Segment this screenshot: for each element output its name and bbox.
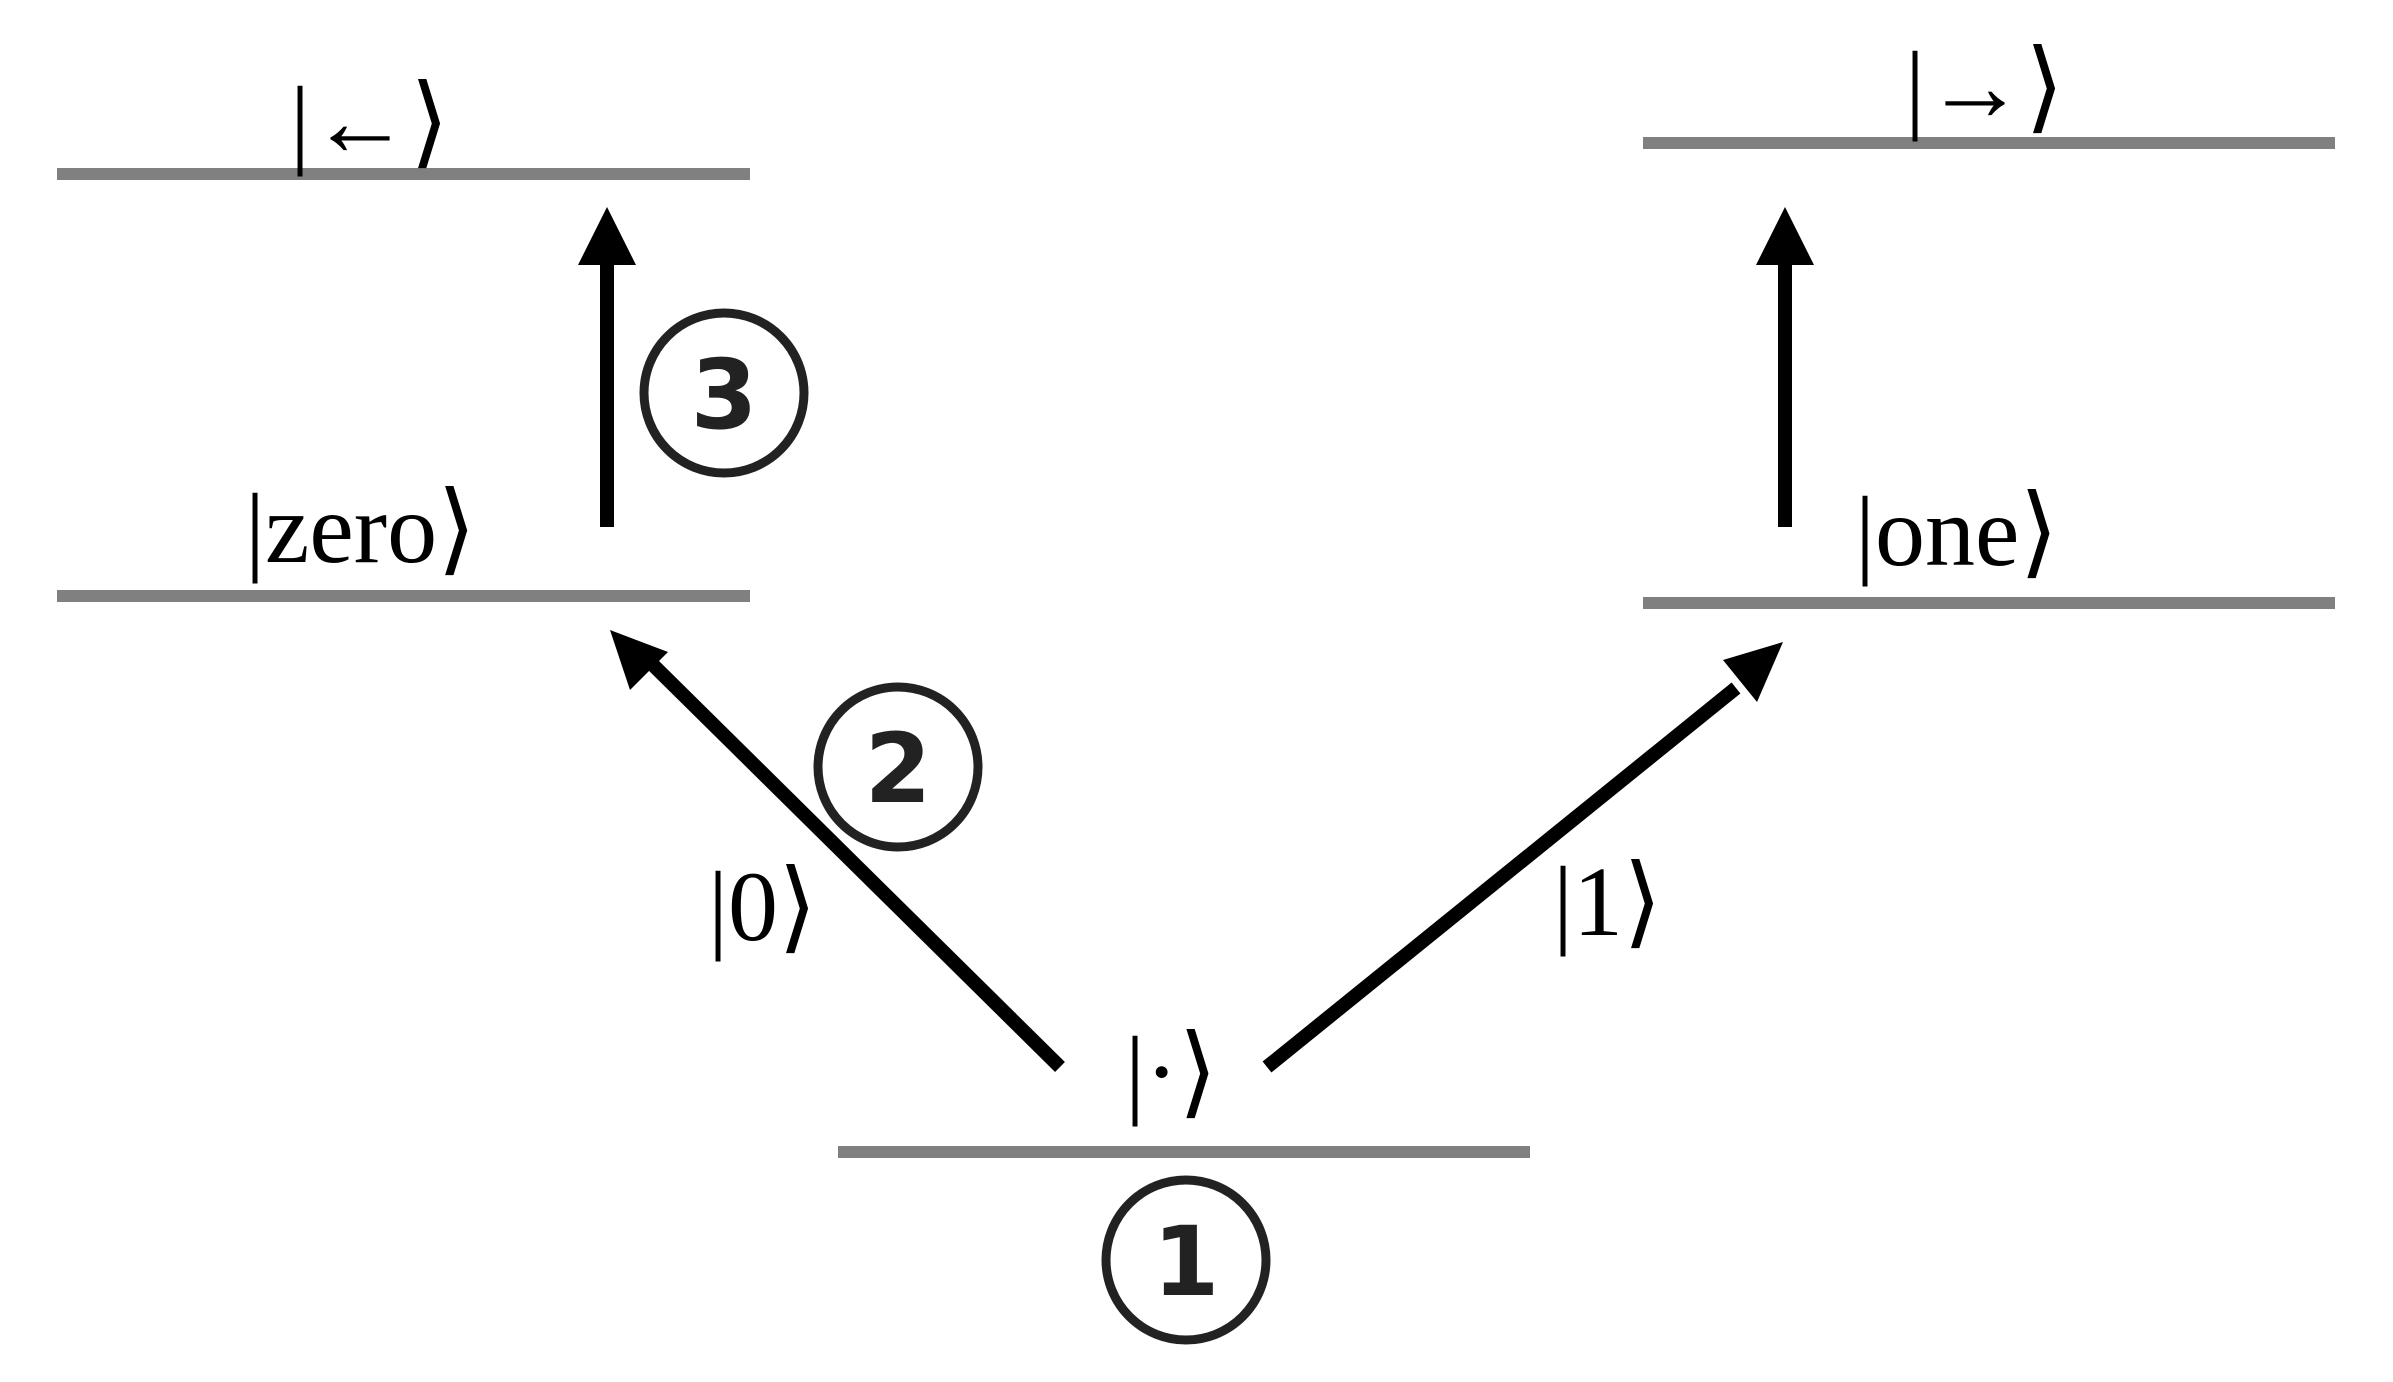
step-marker-2: 2 bbox=[813, 682, 983, 852]
step-number-1: 1 bbox=[1153, 1206, 1220, 1318]
step-circle-3 bbox=[639, 308, 809, 478]
arrow-ground-to-zero bbox=[643, 655, 1065, 1072]
state-label-ground: |·⟩ bbox=[1125, 1016, 1217, 1127]
step-circle-1 bbox=[1101, 1175, 1271, 1345]
step-number-2: 2 bbox=[865, 713, 932, 825]
state-label-left-top: |←⟩ bbox=[290, 66, 449, 177]
step-circle-2 bbox=[813, 682, 983, 852]
arrow-ground-to-one bbox=[1262, 682, 1741, 1073]
arrowhead-one-to-right bbox=[1756, 207, 1814, 265]
arrowhead-zero-to-left bbox=[578, 207, 636, 265]
step-number-3: 3 bbox=[691, 339, 758, 451]
arrowhead-ground-to-one bbox=[1723, 642, 1783, 702]
arrowhead-ground-to-zero bbox=[610, 630, 668, 690]
step-marker-1: 1 bbox=[1101, 1175, 1271, 1345]
state-label-right-top: |→⟩ bbox=[1905, 31, 2064, 142]
state-label-zero: |zero⟩ bbox=[245, 473, 476, 584]
transition-label-left: |0⟩ bbox=[708, 851, 817, 962]
step-marker-3: 3 bbox=[639, 308, 809, 478]
transition-label-right: |1⟩ bbox=[1553, 846, 1662, 957]
state-label-one: |one⟩ bbox=[1855, 476, 2058, 587]
